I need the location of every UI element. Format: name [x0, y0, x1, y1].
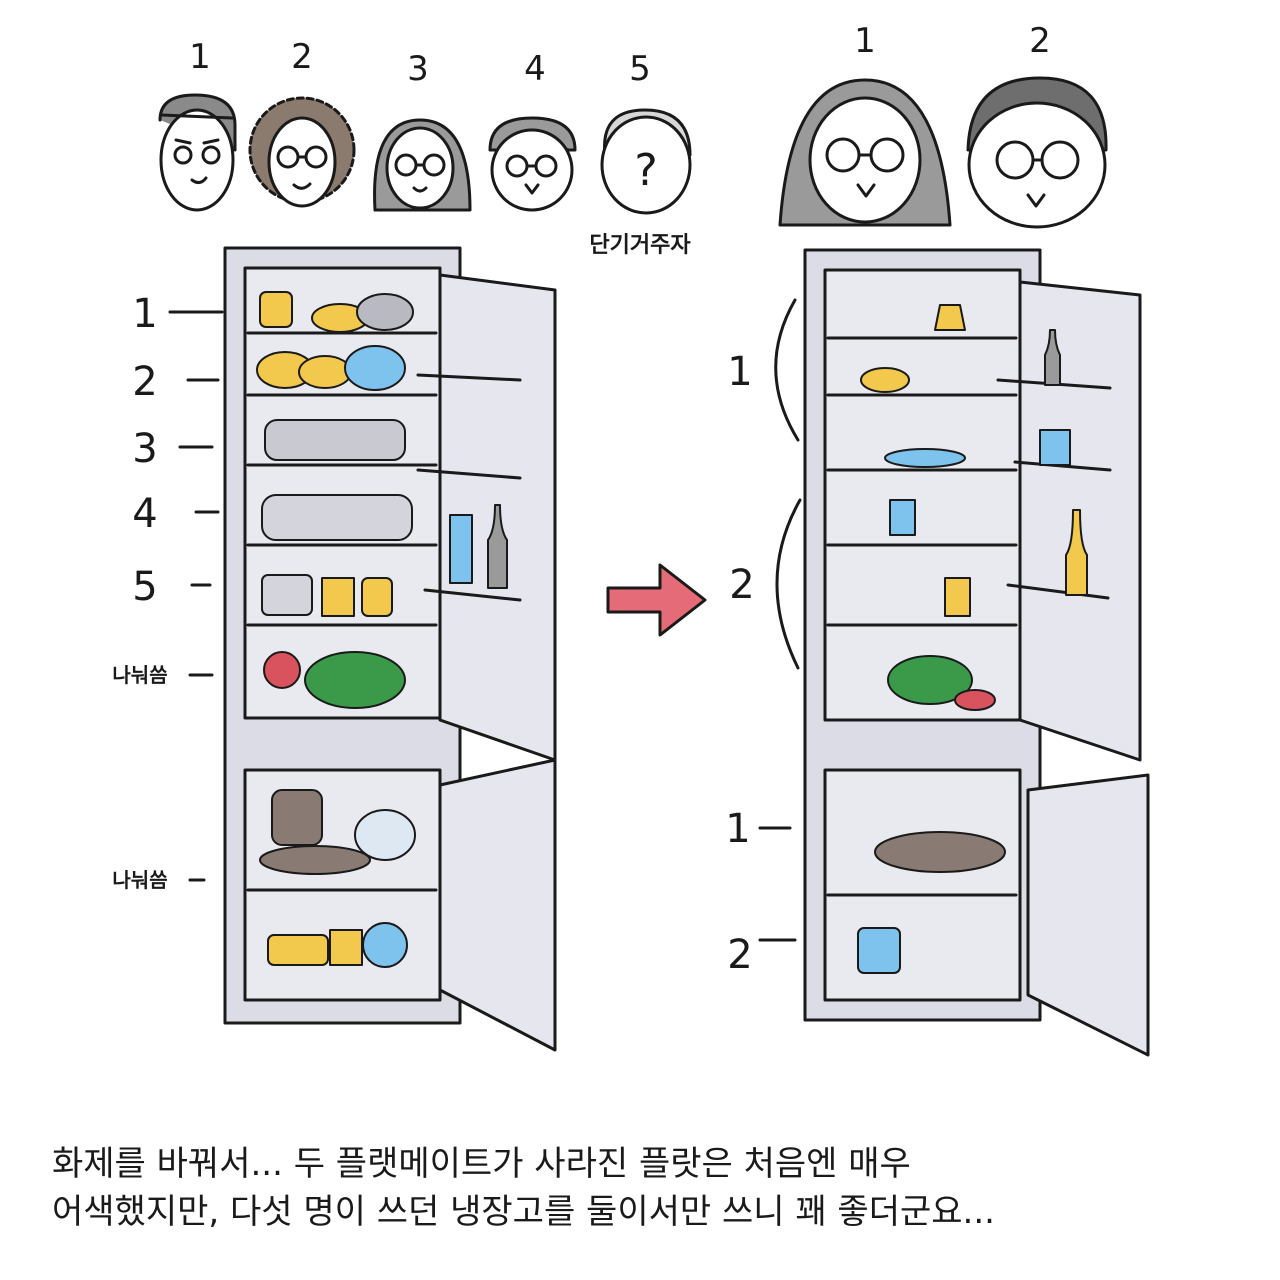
caption: 화제를 바꿔서... 두 플랫메이트가 사라진 플랏은 처음엔 매우 어색했지만… — [52, 1140, 1242, 1236]
shelf-label-5: 5 — [132, 564, 157, 610]
shared-label-freezer: 나눠씀 — [112, 868, 167, 892]
shelf-label-4: 4 — [132, 491, 157, 537]
shelf-label-3: 3 — [132, 426, 157, 472]
before-people — [158, 93, 692, 215]
person-2-face — [248, 96, 356, 208]
after-fridge-label-1: 1 — [727, 349, 752, 395]
caption-line-2: 어색했지만, 다섯 명이 쓰던 냉장고를 둘이서만 쓰니 꽤 좋더군요... — [52, 1192, 995, 1232]
person-5-number: 5 — [629, 49, 651, 89]
shelf-label-1: 1 — [132, 291, 157, 337]
person-4-number: 4 — [524, 49, 546, 89]
after-person-2-face — [966, 76, 1108, 229]
person-3-number: 3 — [407, 49, 429, 89]
after-food — [857, 304, 1088, 974]
after-person-1-face — [778, 78, 952, 227]
after-fridge-label-2: 2 — [729, 562, 754, 608]
after-people — [778, 76, 1108, 229]
person-4-face — [488, 116, 577, 212]
person-1-number: 1 — [189, 37, 211, 77]
after-person-1-number: 1 — [854, 21, 876, 61]
after-person-2-number: 2 — [1029, 21, 1051, 61]
person-5-face — [600, 108, 692, 215]
person-3-face — [373, 118, 472, 212]
person-2-number: 2 — [291, 37, 313, 77]
caption-line-1: 화제를 바꿔서... 두 플랫메이트가 사라진 플랏은 처음엔 매우 — [52, 1144, 911, 1184]
after-freezer-label-2: 2 — [727, 932, 752, 978]
shelf-label-2: 2 — [132, 359, 157, 405]
before-food — [256, 291, 508, 968]
after-fridge — [803, 248, 1150, 1057]
after-freezer-label-1: 1 — [725, 806, 750, 852]
short-term-label: 단기거주자 — [589, 233, 691, 258]
unknown-mark: ? — [634, 145, 657, 196]
person-1-face — [158, 93, 237, 212]
shared-label-fridge: 나눠씀 — [112, 663, 167, 687]
arrow-icon — [606, 563, 707, 637]
